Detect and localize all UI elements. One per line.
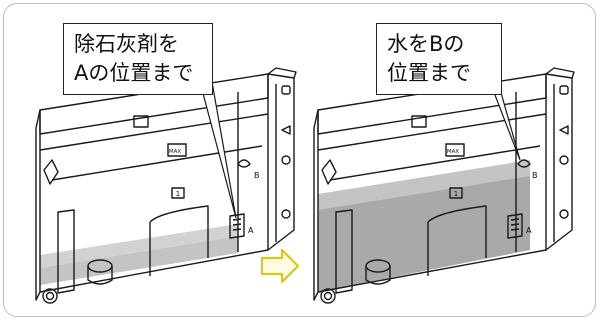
left-a-label: A — [248, 226, 254, 235]
callout-left-line2: Aの位置まで — [74, 61, 194, 85]
callout-right-line1: 水をBの — [387, 32, 465, 56]
left-tank-descaler-fill — [40, 224, 238, 268]
callout-right-line2: 位置まで — [387, 61, 471, 85]
right-tank-water-fill — [318, 172, 530, 292]
left-max-label: MAX — [169, 149, 182, 155]
transition-arrow — [260, 248, 300, 284]
right-one-label: 1 — [454, 190, 458, 198]
right-max-label: MAX — [447, 149, 460, 155]
left-b-label: B — [254, 171, 260, 180]
right-a-label: A — [526, 226, 532, 235]
left-one-label: 1 — [176, 190, 180, 198]
right-tank — [313, 67, 575, 304]
callout-right: 水をBの 位置まで — [376, 23, 502, 95]
callout-left: 除石灰剤を Aの位置まで — [63, 23, 213, 95]
callout-left-line1: 除石灰剤を — [74, 32, 179, 56]
left-tank — [35, 67, 297, 304]
left-callout-pointer — [196, 81, 237, 219]
right-b-label: B — [532, 171, 538, 180]
